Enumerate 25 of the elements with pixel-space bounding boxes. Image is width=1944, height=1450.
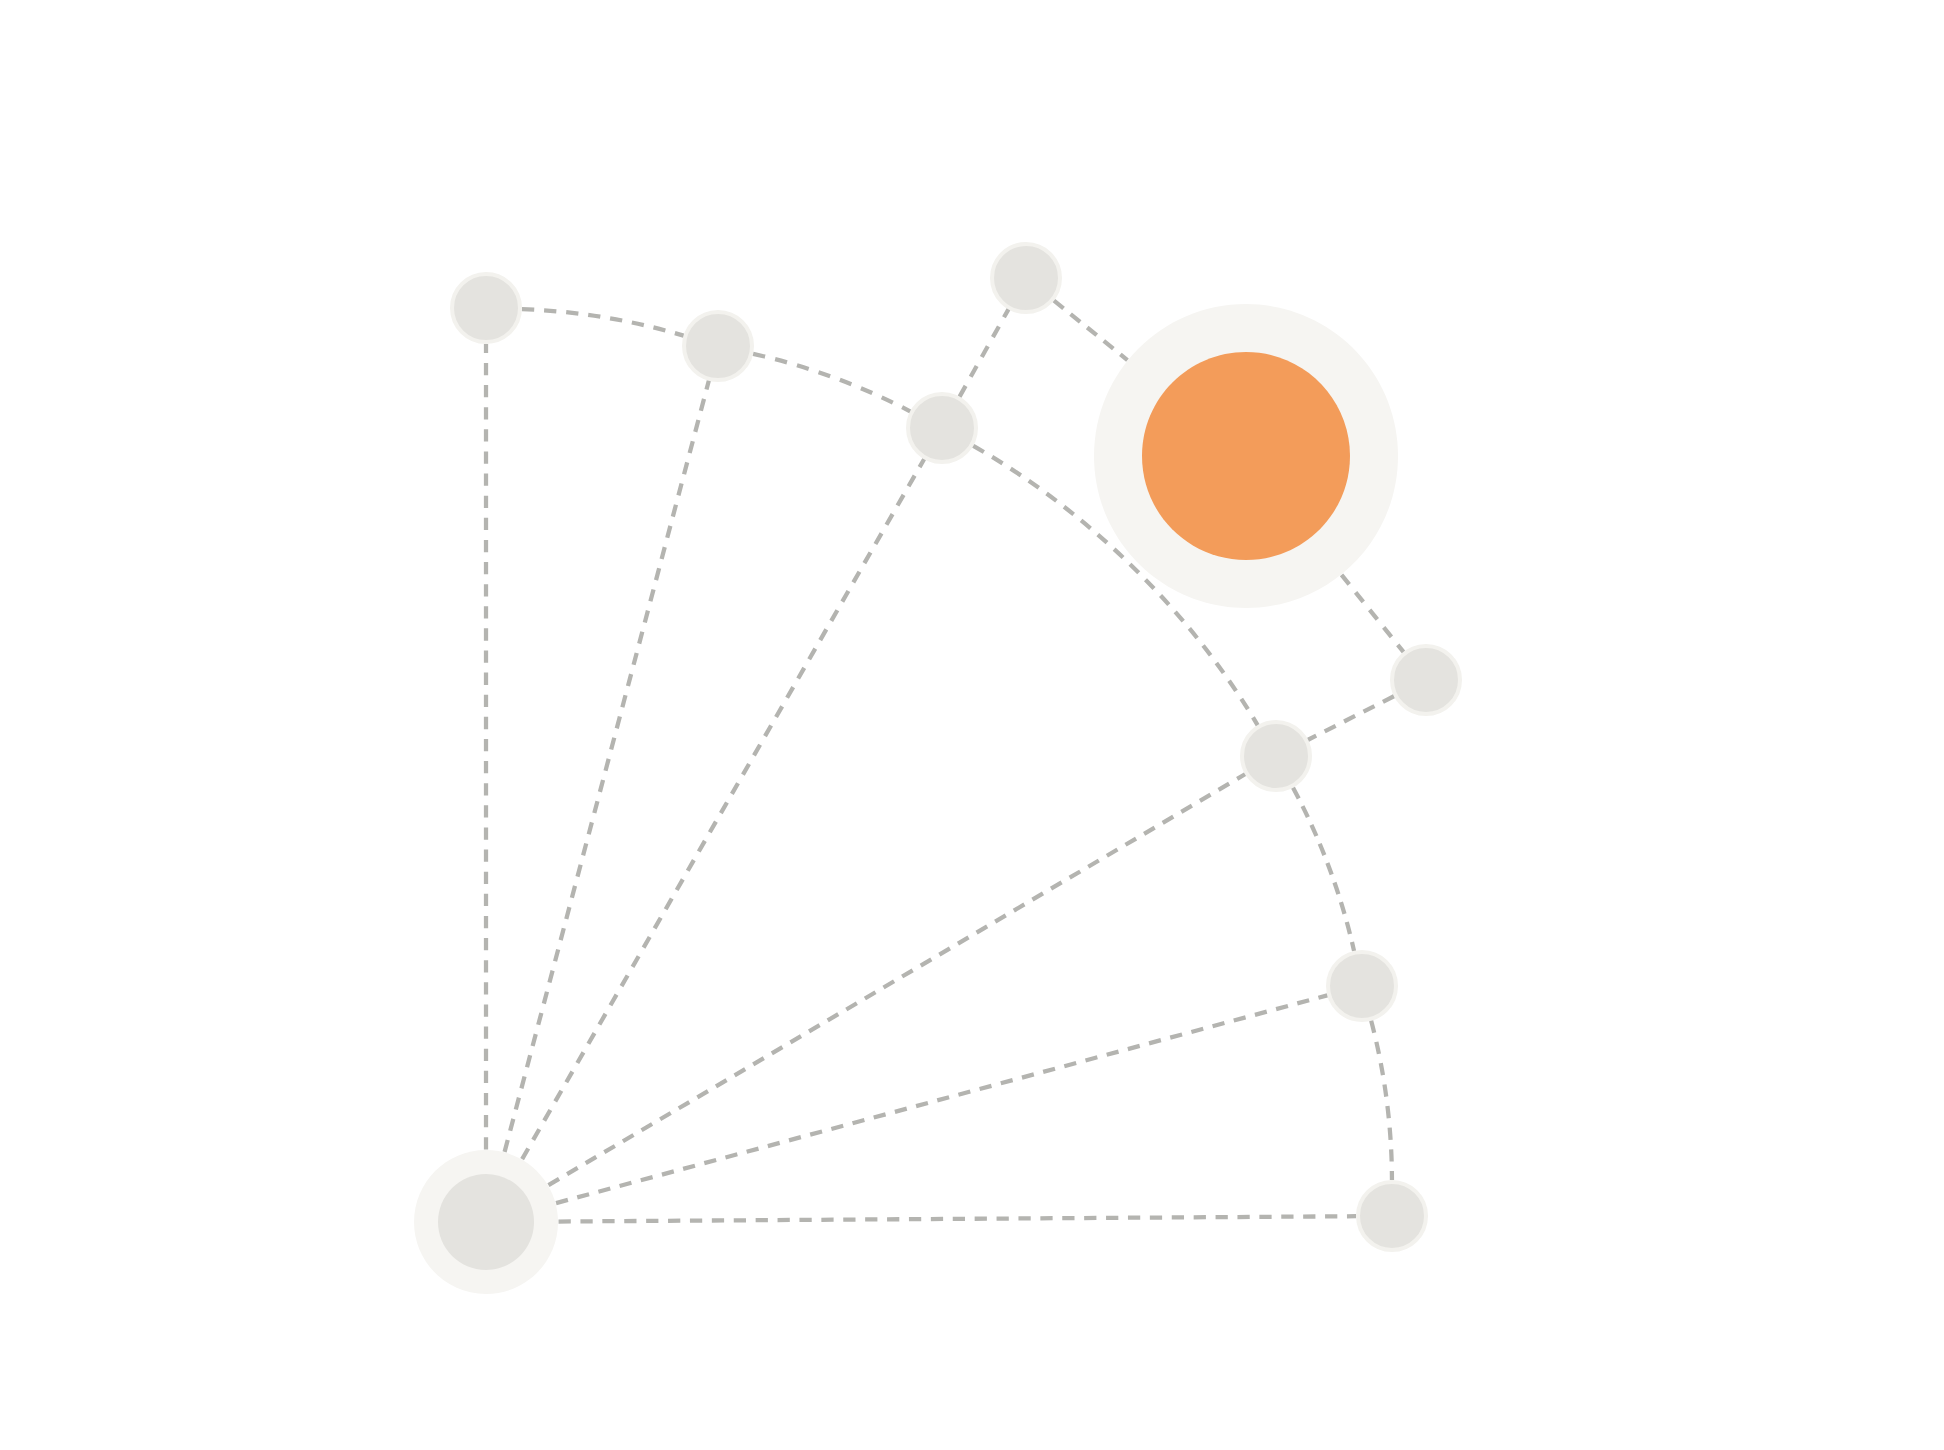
dashed-line [520, 458, 926, 1161]
small-circle [1390, 644, 1462, 716]
dashed-line [1339, 573, 1406, 654]
large-circle [1094, 304, 1398, 608]
dashed-line [502, 380, 711, 1153]
dashed-line [1052, 299, 1129, 362]
dashed-arc [972, 444, 1260, 727]
small-circle [906, 392, 978, 464]
dashed-arc [752, 351, 912, 414]
small-circle [1240, 720, 1312, 792]
small-circle [1356, 1180, 1428, 1252]
dashed-line [1307, 694, 1395, 742]
small-circle [990, 242, 1062, 314]
dashed-arc [1291, 786, 1357, 952]
dashed-line [558, 1214, 1357, 1224]
dashed-line [483, 344, 489, 1150]
dashed-line [555, 993, 1328, 1206]
dashed-arc [1369, 1020, 1395, 1180]
small-circle [1326, 950, 1398, 1022]
dashed-arc [521, 307, 685, 338]
dashed-line [547, 772, 1247, 1187]
small-circle [682, 310, 754, 382]
small-circle [450, 272, 522, 344]
dashed-line [957, 308, 1011, 398]
hub-circle [414, 1150, 558, 1294]
